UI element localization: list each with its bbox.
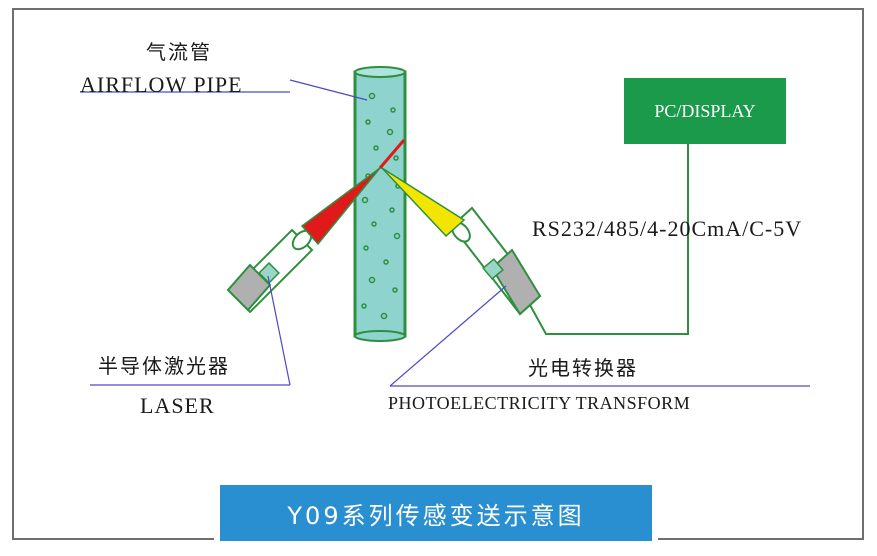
airflow-pipe <box>353 66 407 342</box>
detector-label-cn: 光电转换器 <box>528 356 638 380</box>
signal-wire <box>529 144 689 335</box>
leader-lines <box>80 79 810 387</box>
particles <box>361 92 401 320</box>
signal-label: RS232/485/4-20CmA/C-5V <box>532 216 803 241</box>
laser-beam <box>300 167 381 246</box>
diagram-title: Y09系列传感变送示意图 <box>220 485 652 541</box>
laser-housing <box>226 228 314 314</box>
pipe-label-cn: 气流管 <box>146 40 212 64</box>
frame-gap <box>214 536 658 546</box>
detector-label-en: PHOTOELECTRICITY TRANSFORM <box>388 393 691 413</box>
laser-label-cn: 半导体激光器 <box>98 354 230 378</box>
pipe-label-en: AIRFLOW PIPE <box>80 72 243 97</box>
laser-beam-exit <box>378 139 406 169</box>
display-box: PC/DISPLAY <box>624 78 786 144</box>
detector-beam <box>381 167 466 238</box>
laser-label-en: LASER <box>140 393 215 418</box>
detector-housing <box>450 206 542 316</box>
